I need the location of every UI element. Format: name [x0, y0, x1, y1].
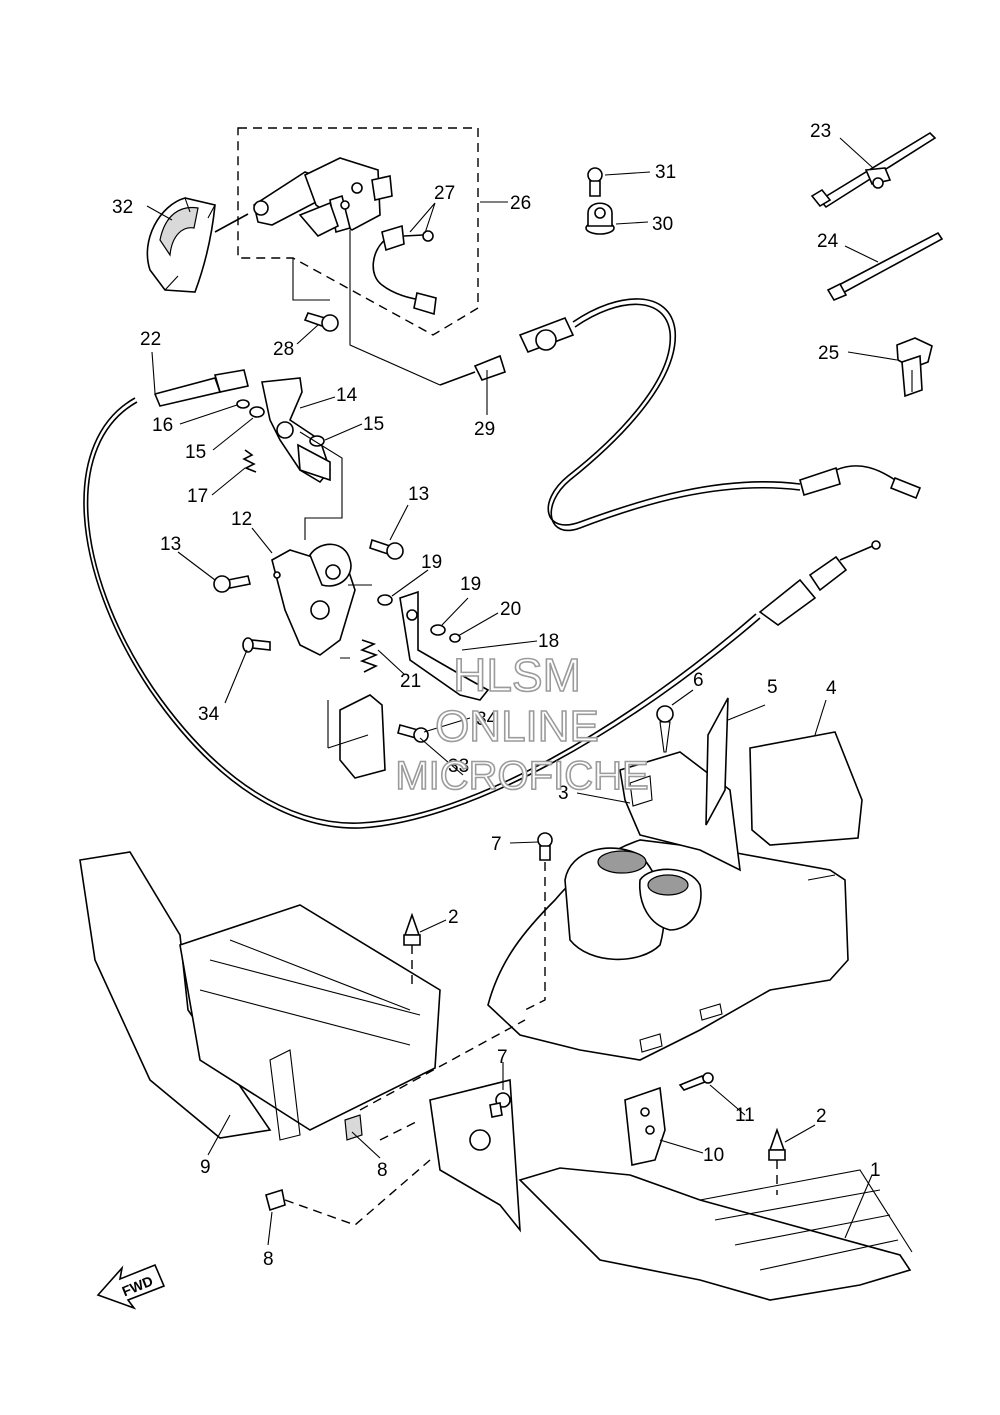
part-2-rivet-a	[403, 912, 421, 990]
part-19-washer-b	[430, 624, 446, 636]
part-21-spring	[359, 639, 379, 673]
callout-17: 17	[187, 486, 208, 507]
callout-19a: 19	[421, 552, 442, 573]
callout-31: 31	[655, 162, 676, 183]
part-9-footwell	[79, 851, 441, 1141]
part-20-clip	[449, 633, 461, 643]
assembly-box-26	[237, 127, 479, 336]
callout-15b: 15	[363, 414, 384, 435]
callout-19b: 19	[460, 574, 481, 595]
part-13-bolt-b	[213, 575, 251, 593]
callout-24: 24	[817, 231, 839, 252]
part-10-bracket	[624, 1086, 666, 1166]
callout-9: 9	[200, 1157, 211, 1178]
callout-16: 16	[152, 415, 173, 436]
callout-numbers: 1 2 2 3 4 5 6 7 7 8 8 9 10 11 12 13 13 1…	[112, 121, 881, 1270]
part-14-lever	[261, 377, 331, 484]
part-15-washer-a	[249, 406, 265, 418]
part-30-clamp	[585, 202, 615, 235]
part-6-screw	[656, 705, 674, 753]
leader-lines	[146, 137, 898, 1246]
cable-29	[439, 298, 922, 532]
part-34-bolt-b	[397, 724, 429, 743]
callout-11: 11	[735, 1105, 755, 1126]
callout-21: 21	[400, 671, 421, 692]
fwd-arrow: FWD	[96, 1263, 166, 1310]
callout-34a: 34	[198, 704, 220, 725]
callout-28: 28	[273, 339, 294, 360]
watermark-line2: ONLINE	[435, 702, 599, 751]
part-34-bolt-a	[242, 637, 271, 653]
part-1-footwell	[429, 1078, 913, 1301]
callout-2b: 2	[816, 1106, 827, 1127]
callout-8a: 8	[377, 1160, 388, 1181]
part-2-rivet-b	[768, 1127, 786, 1195]
part-17-spring	[242, 449, 257, 473]
part-25-clip	[896, 337, 933, 398]
part-19-washer-a	[377, 594, 393, 606]
callout-25: 25	[818, 343, 839, 364]
callout-8b: 8	[263, 1249, 274, 1270]
part-26-lever-assembly	[214, 157, 437, 316]
watermark: HLSM ONLINE MICROFICHE	[395, 648, 650, 799]
part-16-clip	[236, 399, 250, 409]
part-32-cover	[146, 197, 216, 293]
callout-5: 5	[767, 677, 778, 698]
part-11-rivet	[678, 1072, 714, 1091]
callout-20: 20	[500, 599, 521, 620]
callout-26: 26	[510, 193, 531, 214]
part-23-cable-tie	[810, 131, 937, 209]
callout-33: 33	[448, 756, 469, 777]
part-7-bolt-a	[537, 832, 553, 861]
callout-3: 3	[558, 783, 569, 804]
part-12-bracket	[271, 543, 356, 656]
callout-7b: 7	[497, 1047, 508, 1068]
callout-29: 29	[474, 419, 495, 440]
watermark-line1: HLSM	[453, 649, 581, 701]
callout-34b: 34	[476, 709, 498, 730]
callout-30: 30	[652, 214, 673, 235]
part-15-washer-b	[309, 435, 325, 447]
callout-7a: 7	[491, 834, 502, 855]
callout-27: 27	[434, 183, 455, 204]
callout-13a: 13	[408, 484, 429, 505]
part-4-panel	[749, 731, 863, 846]
part-31-bolt	[587, 167, 603, 197]
part-18-lever	[399, 590, 490, 701]
part-13-bolt-a	[369, 538, 404, 560]
callout-23: 23	[810, 121, 831, 142]
callout-4: 4	[826, 678, 837, 699]
callout-18: 18	[538, 631, 559, 652]
watermark-line3: MICROFICHE	[395, 754, 648, 798]
part-5-panel	[705, 697, 729, 826]
callout-2a: 2	[448, 907, 459, 928]
cable-22	[83, 369, 881, 829]
callout-14: 14	[336, 385, 358, 406]
callout-10: 10	[703, 1145, 724, 1166]
callout-6: 6	[693, 670, 704, 691]
callout-12: 12	[231, 509, 252, 530]
part-7-bolt-b	[489, 1092, 511, 1118]
callout-1: 1	[870, 1160, 881, 1181]
part-33-bracket	[327, 694, 386, 779]
part-24-cable-tie	[826, 231, 944, 302]
callout-15a: 15	[185, 442, 206, 463]
callout-22: 22	[140, 329, 161, 350]
part-28-bolt	[292, 258, 339, 332]
part-8-clip-b	[265, 1188, 286, 1212]
callout-13b: 13	[160, 534, 181, 555]
callout-32: 32	[112, 197, 133, 218]
